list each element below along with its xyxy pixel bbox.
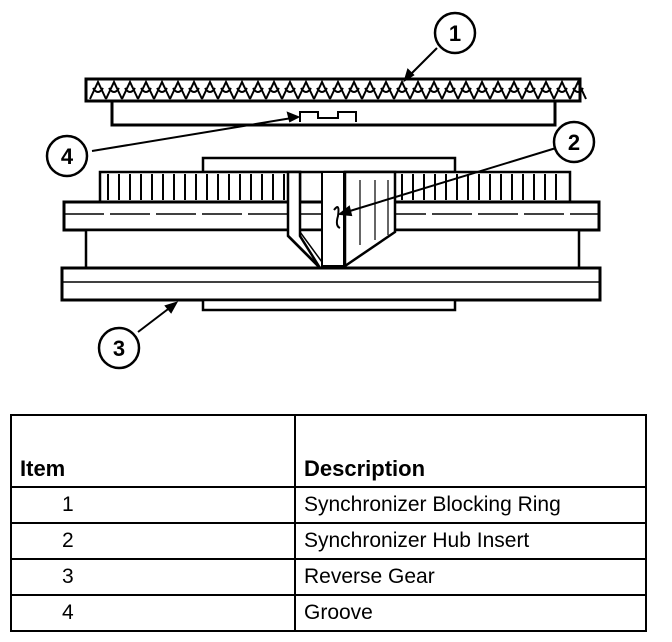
item-column-header: Item <box>10 414 296 488</box>
callout-2-label: 2 <box>568 130 580 155</box>
table-row: 4 Groove <box>10 594 647 632</box>
callout-2: 2 <box>552 120 596 164</box>
item-description: Synchronizer Hub Insert <box>294 522 647 560</box>
item-description: Reverse Gear <box>294 558 647 596</box>
callout-4-label: 4 <box>61 144 74 169</box>
blocking-ring <box>84 77 587 127</box>
parts-table: Item Description 1 Synchronizer Blocking… <box>10 414 647 632</box>
synchronizer-diagram: 1 2 3 4 <box>45 11 602 370</box>
table-row: 1 Synchronizer Blocking Ring <box>10 486 647 524</box>
table-row: 2 Synchronizer Hub Insert <box>10 522 647 560</box>
item-number: 3 <box>10 558 296 596</box>
callout-1-label: 1 <box>449 21 461 46</box>
item-description: Synchronizer Blocking Ring <box>294 486 647 524</box>
item-description: Groove <box>294 594 647 632</box>
sleeve-teeth <box>98 170 572 204</box>
callout-3-label: 3 <box>113 336 125 361</box>
item-number: 1 <box>10 486 296 524</box>
table-row: 3 Reverse Gear <box>10 558 647 596</box>
callout-4: 4 <box>45 134 89 178</box>
leader-lines <box>91 47 557 333</box>
reverse-gear <box>60 266 602 312</box>
hub-insert <box>286 170 397 269</box>
hub-top <box>201 156 457 174</box>
callout-1: 1 <box>433 11 477 55</box>
callout-3: 3 <box>97 326 141 370</box>
item-number: 4 <box>10 594 296 632</box>
description-column-header: Description <box>294 414 647 488</box>
table-header-row: Item Description <box>10 414 647 488</box>
item-number: 2 <box>10 522 296 560</box>
